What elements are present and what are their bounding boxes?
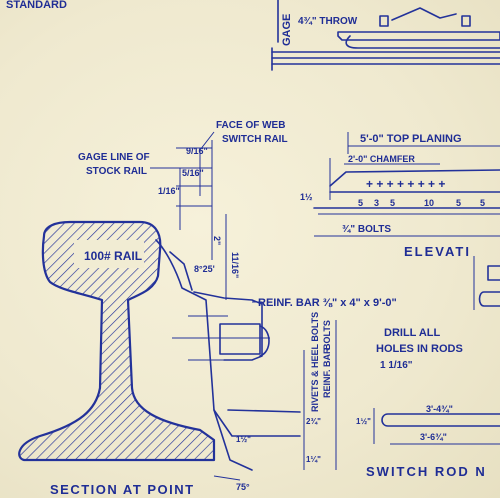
- switch-rod-detail: 1½" 3'-4¾" 3'-6¾" SWITCH ROD N: [356, 404, 500, 479]
- bolts-label: ¾" BOLTS: [342, 224, 391, 235]
- spacing-5: 5: [456, 198, 461, 208]
- rail-cross-section: 100# RAIL: [18, 220, 216, 462]
- hole-size-label: 1 1/16": [380, 360, 413, 371]
- svg-text:+ + + + + + + +: + + + + + + + +: [366, 177, 445, 191]
- dim-1-2-near: 1½": [236, 435, 251, 444]
- spacing-4: 10: [424, 198, 434, 208]
- dim-11-16-label: 11/16": [230, 252, 240, 278]
- face-of-web-label: FACE OF WEB: [216, 120, 285, 131]
- drill-all-label: DRILL ALL: [384, 327, 440, 339]
- dim-2-label: 2": [212, 236, 222, 245]
- dim-9-16: 9/16": [186, 146, 208, 156]
- bolts-vertical-label: BOLTS: [322, 320, 332, 350]
- top-planing-label: 5'-0" TOP PLANING: [360, 133, 462, 145]
- switch-rail-label: SWITCH RAIL: [222, 134, 288, 145]
- angle-8-label: 8°25': [194, 264, 215, 274]
- switch-rod-label: SWITCH ROD N: [366, 464, 487, 479]
- spacing-3: 5: [390, 198, 395, 208]
- throw-label: 4¾" THROW: [298, 16, 358, 27]
- gage-line-annotation: GAGE LINE OF STOCK RAIL: [78, 152, 181, 230]
- face-of-web-annotation: FACE OF WEB SWITCH RAIL 9/16" 5/16" 1/16…: [158, 120, 288, 260]
- angle-75-label: 75°: [236, 482, 250, 492]
- spacing-1: 5: [358, 198, 363, 208]
- holes-in-rods-label: HOLES IN RODS: [376, 343, 463, 355]
- chamfer-label: 2'-0" CHAMFER: [348, 154, 415, 164]
- rail-label: 100# RAIL: [84, 249, 142, 263]
- gage-line-of-label: GAGE LINE OF: [78, 152, 150, 163]
- elevation-label: ELEVATI: [404, 244, 471, 259]
- rivets-heel-bolts-label: RIVETS & HEEL BOLTS: [310, 312, 320, 412]
- dim-5-16: 5/16": [182, 168, 204, 178]
- dim-1-4: 1¼": [306, 455, 321, 464]
- section-at-point-title: SECTION AT POINT: [50, 482, 195, 497]
- gage-vertical-label: GAGE: [281, 14, 293, 46]
- spacing-0: 1½: [300, 192, 313, 202]
- switch-rail-assembly: [155, 239, 301, 471]
- spacing-2: 3: [374, 198, 379, 208]
- dim-1-16: 1/16": [158, 186, 180, 196]
- spacing-6: 5: [480, 198, 485, 208]
- stock-rail-label: STOCK RAIL: [86, 166, 147, 177]
- rod-dim-2: 3'-6¾": [420, 432, 447, 442]
- reinf-bar-label: REINF. BAR ⅜" x 4" x 9'-0": [258, 297, 397, 309]
- reinf-bar-vertical-label: REINF. BAR: [322, 347, 332, 398]
- planing-elevation: 5'-0" TOP PLANING 2'-0" CHAMFER + + + + …: [300, 132, 500, 259]
- standard-label: STANDARD: [6, 0, 67, 11]
- dim-1-2-rod: 1½": [356, 417, 371, 426]
- throw-assembly: GAGE 4¾" THROW: [271, 0, 500, 71]
- dim-2-3-4: 2¾": [306, 417, 321, 426]
- rod-dim-1: 3'-4¾": [426, 404, 453, 414]
